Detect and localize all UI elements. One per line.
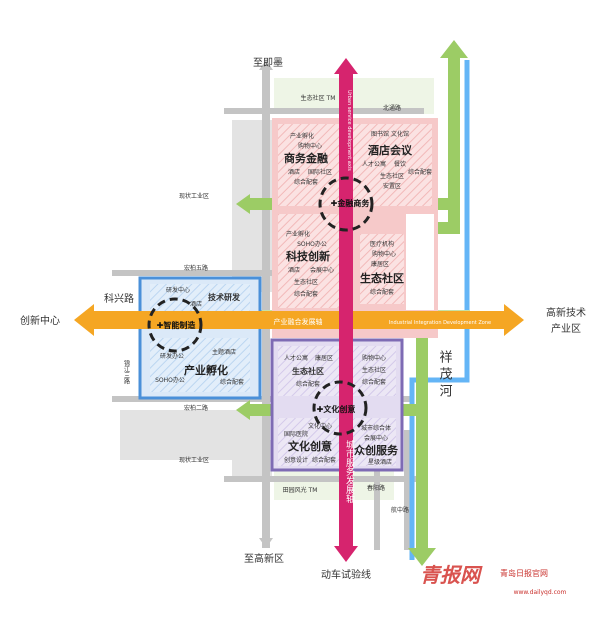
block-label: 国际社区: [308, 168, 332, 176]
south-exit-label: 至高新区: [244, 552, 284, 565]
block-label: 综合配套: [312, 456, 336, 464]
hightech-zone-label-2: 产业区: [551, 322, 581, 335]
block-label: 人才公寓: [362, 160, 386, 168]
block-title: 生态社区: [360, 271, 404, 285]
urban-axis: [334, 58, 358, 562]
beitong-road-label: 北通路: [383, 104, 401, 112]
block-title: 科技创新: [286, 249, 330, 263]
block-label: 康居区: [371, 260, 389, 268]
block-label: 星级酒店: [368, 458, 392, 466]
rail-label: 动车试验线: [321, 568, 371, 581]
block-label: 综合配套: [220, 378, 244, 386]
block-title: 商务金融: [284, 151, 328, 165]
industrial-axis: [74, 304, 524, 336]
industrial-west-bottom-label: 现状工业区: [179, 456, 209, 464]
block-title: 产业孵化: [184, 363, 228, 377]
block-label: 酒店: [288, 168, 300, 176]
block-label: 医疗机构: [370, 240, 394, 248]
hightech-zone-label-1: 高新技术: [546, 306, 586, 319]
block-title: 技术研发: [208, 292, 241, 302]
river-label: 祥茂河: [437, 350, 453, 401]
block-label: 城市综合体: [361, 424, 391, 432]
block-label: 酒店: [288, 266, 300, 274]
block-label: 人才公寓: [284, 354, 308, 362]
block-label: 研发中心: [166, 286, 190, 294]
block-label: 生态社区: [294, 278, 318, 286]
watermark-url: www.dailyqd.com: [514, 589, 567, 596]
rural-tm-label: 田园风光 TM: [283, 486, 318, 494]
urban-axis-cn: 城市服务发展轴: [344, 440, 355, 504]
node-circles: [147, 176, 374, 436]
hongfu-wu-road-label: 宏柏五路: [184, 264, 208, 272]
watermark-brand: 青报网: [420, 563, 483, 587]
north-exit-label: 至即墨: [253, 57, 283, 69]
block-label: 图书馆 文化馆: [371, 130, 409, 138]
block-label: 国际医院: [284, 430, 308, 438]
block-north-red: [272, 118, 438, 338]
kexing-road-label: 科兴路: [104, 292, 134, 305]
block-label: 康居区: [315, 354, 333, 362]
innovation-center-label: 创新中心: [20, 314, 60, 327]
block-label: 综合配套: [294, 290, 318, 298]
industrial-axis-en: Industrial Integration Development Zone: [389, 320, 491, 326]
hongfu-er-road-label: 宏柏二路: [184, 404, 208, 412]
block-label: SOHO办公: [297, 240, 327, 248]
block-label: 餐饮: [394, 160, 406, 168]
finance-node-label: ✚金融商务: [331, 198, 371, 208]
block-title: 酒店会议: [368, 143, 413, 157]
block-label: 购物中心: [372, 250, 396, 258]
manufacturing-node-label: ✚智能制造: [157, 320, 196, 330]
block-label: 产业孵化: [286, 230, 310, 238]
block-label: 综合配套: [370, 288, 394, 296]
industrial-west-top-label: 现状工业区: [179, 192, 209, 200]
block-title: 综合配套: [362, 378, 386, 386]
block-west-blue: [138, 276, 262, 400]
block-title: 众创服务: [354, 443, 399, 457]
block-label: 安置区: [383, 182, 401, 190]
block-title: 文化创意: [288, 439, 332, 453]
block-label: 综合配套: [294, 178, 318, 186]
hangzhong-road-label: 航中路: [391, 506, 409, 514]
block-label: SOHO办公: [155, 376, 185, 384]
block-label: 生态社区: [380, 172, 404, 180]
block-label: 综合配套: [296, 380, 320, 388]
jinjiang-road-label: 锦江三路: [123, 359, 130, 385]
block-label: 生态社区: [362, 366, 386, 374]
block-label: 购物中心: [362, 354, 386, 362]
block-label: 会展中心: [310, 266, 334, 274]
block-label: 文化中心: [308, 422, 332, 430]
block-label: 酒店: [190, 300, 202, 308]
river: [409, 60, 470, 560]
block-label: 综合配套: [408, 168, 432, 176]
watermark-brand-2: 青岛日报官网: [500, 568, 548, 578]
block-label: 研发办公: [160, 352, 184, 360]
block-label: 会展中心: [364, 434, 388, 442]
industrial-axis-cn: 产业融合发展轴: [274, 317, 323, 326]
block-label: 产业孵化: [290, 132, 314, 140]
block-label: 创意设计: [284, 456, 308, 464]
culture-node-label: ✚文化创意: [317, 404, 356, 414]
chunyang-road-label: 春阳路: [367, 484, 385, 492]
block-label: 购物中心: [298, 142, 322, 150]
eco-tm-label: 生态社区 TM: [301, 94, 336, 102]
urban-axis-en: Urban service development axis: [346, 90, 352, 171]
block-label: 主题酒店: [212, 348, 236, 356]
block-title: 生态社区: [292, 366, 324, 376]
